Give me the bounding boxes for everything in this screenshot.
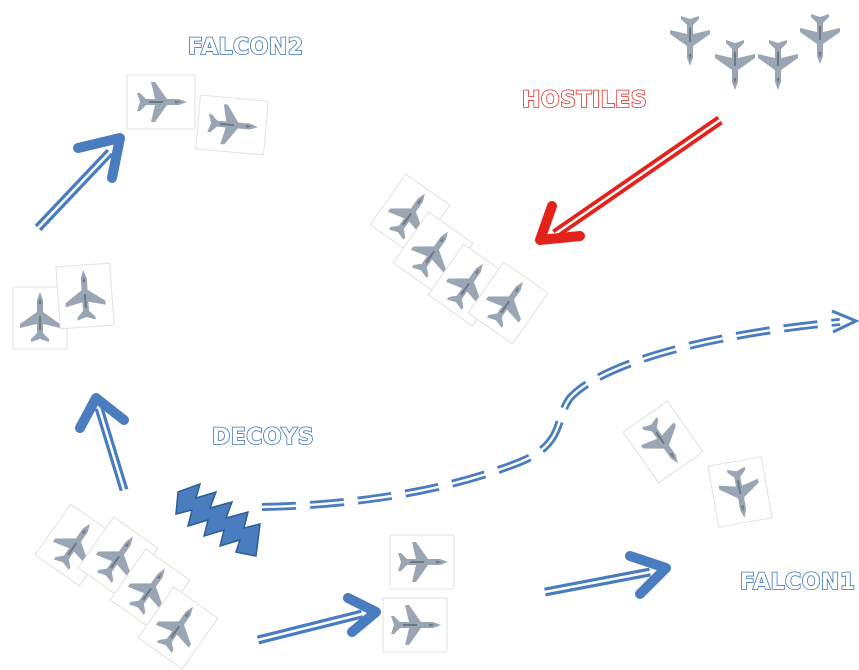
arrow-to-falcon1: [545, 556, 666, 594]
falcon1-formation: [623, 401, 772, 527]
bottom-left-formation: [35, 504, 218, 669]
fighter-jet-icon: [708, 457, 772, 527]
fighter-jet-icon: [56, 263, 114, 329]
arrow-up-left-group: [80, 398, 124, 490]
label-hostiles: HOSTILES: [522, 88, 647, 113]
center-formation: [370, 174, 548, 344]
falcon2-formation: [127, 75, 268, 155]
label-falcon2: FALCON2: [188, 35, 304, 60]
hostile-arrow: [540, 120, 720, 240]
fighter-jet-icon: [800, 14, 840, 64]
hostile-formation: [670, 14, 840, 90]
zigzag-decoy-icon: [176, 484, 260, 556]
fighter-jet-icon: [715, 40, 755, 90]
label-decoys: DECOYS: [212, 425, 314, 450]
fighter-jet-icon: [383, 598, 447, 652]
fighter-jet-icon: [196, 95, 268, 155]
fighter-jet-icon: [758, 40, 798, 90]
fighter-jet-icon: [623, 401, 703, 483]
bottom-center-formation: [383, 535, 454, 652]
fighter-jet-icon: [127, 75, 195, 129]
left-pair-formation: [13, 263, 114, 349]
fighter-jet-icon: [670, 16, 710, 66]
fighter-jet-icon: [390, 535, 454, 589]
arrow-to-falcon2: [38, 138, 120, 228]
arrow-bottom-to-pair: [258, 598, 376, 640]
label-falcon1: FALCON1: [740, 570, 856, 595]
